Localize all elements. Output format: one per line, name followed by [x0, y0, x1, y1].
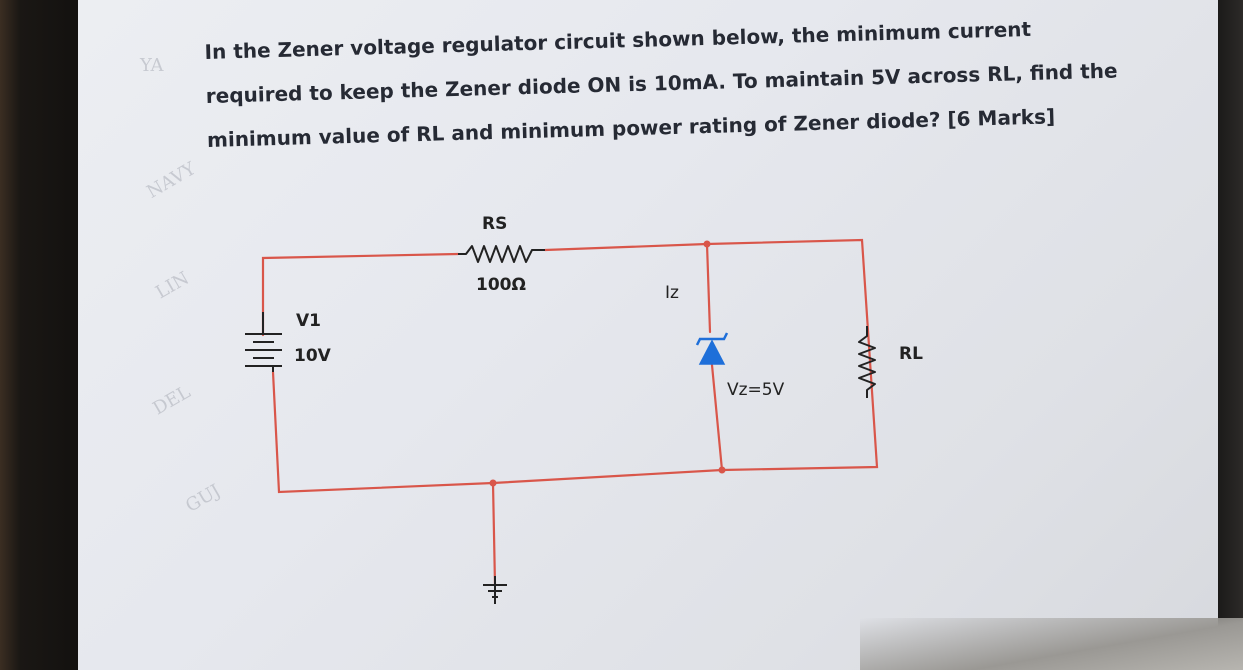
ground-symbol	[483, 576, 507, 604]
wire-bottom	[271, 370, 724, 494]
battery-v1-symbol	[245, 312, 282, 372]
wire-top-right	[543, 238, 879, 472]
wire-ground	[491, 481, 497, 587]
wire-zener-bottom	[710, 363, 724, 472]
rl-name-label: RL	[899, 344, 923, 364]
wire-top-left	[261, 252, 460, 337]
monitor-edge	[1218, 0, 1243, 670]
resistor-rs-symbol	[458, 245, 545, 263]
rs-name-label: RS	[482, 214, 507, 234]
resistor-rl-symbol	[858, 326, 876, 398]
wire-zener-top	[705, 242, 712, 334]
vz-label: Vz=5V	[727, 380, 785, 400]
rs-value-label: 100Ω	[476, 275, 526, 295]
v1-value-label: 10V	[294, 346, 332, 366]
background-ghost-text: YA	[140, 55, 164, 76]
v1-name-label: V1	[296, 311, 321, 331]
junction-dot	[703, 240, 711, 248]
junction-dot	[489, 479, 497, 487]
zener-diode-symbol	[695, 332, 729, 365]
screen-glare	[860, 618, 1243, 670]
iz-label: Iz	[665, 283, 679, 303]
junction-dot	[718, 466, 726, 474]
